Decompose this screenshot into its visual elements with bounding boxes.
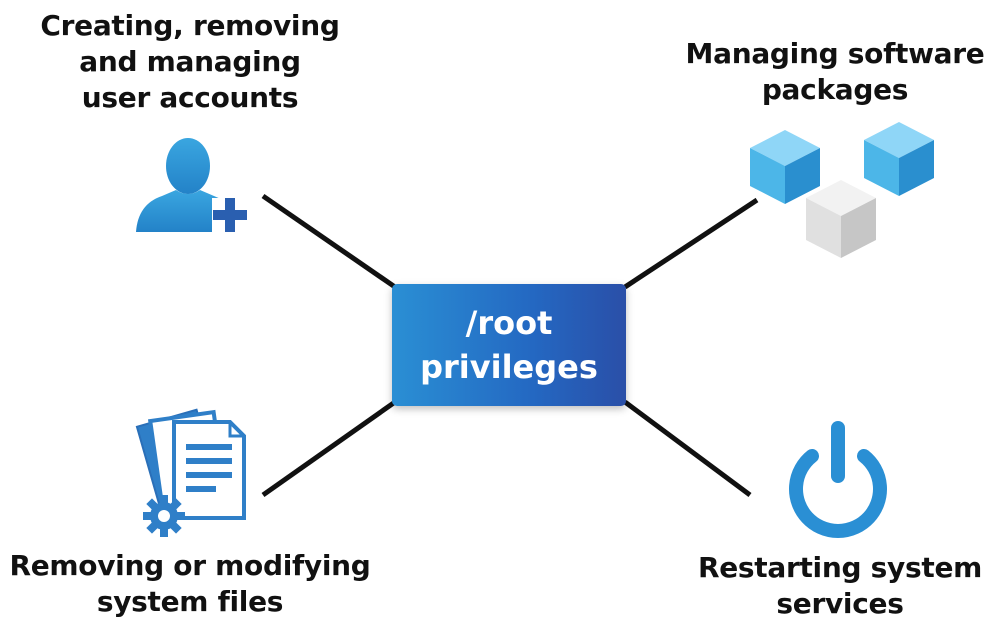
root-privileges-node: /root privileges (392, 284, 626, 406)
package-cubes-icon (750, 122, 934, 258)
center-title-line2: privileges (420, 348, 598, 386)
cube-blue-right (864, 122, 934, 196)
label-software-packages: Managing software packages (680, 36, 990, 108)
label-system-files: Removing or modifying system files (0, 548, 380, 620)
add-user-icon (136, 138, 248, 234)
label-line: Creating, removing (40, 9, 340, 42)
power-icon (789, 421, 887, 538)
label-line: services (776, 587, 904, 620)
label-line: Managing software (685, 37, 985, 70)
connector-bottom-left (261, 399, 397, 498)
label-line: packages (761, 73, 909, 106)
label-line: system files (96, 585, 284, 618)
cube-blue-left (750, 130, 820, 204)
label-user-accounts: Creating, removing and managing user acc… (10, 8, 370, 116)
label-line: Removing or modifying (9, 549, 371, 582)
connector-bottom-right (623, 399, 752, 498)
label-system-services: Restarting system services (680, 550, 1000, 622)
front-document (172, 420, 246, 520)
label-line: and managing (79, 45, 301, 78)
gear-icon (143, 495, 185, 537)
cube-grey (806, 180, 876, 258)
label-line: user accounts (81, 81, 299, 114)
connector-top-right (623, 197, 759, 290)
connector-top-left (261, 193, 397, 290)
documents-gear-icon (135, 408, 246, 537)
center-title-line1: /root (465, 304, 553, 342)
label-line: Restarting system (697, 551, 983, 584)
